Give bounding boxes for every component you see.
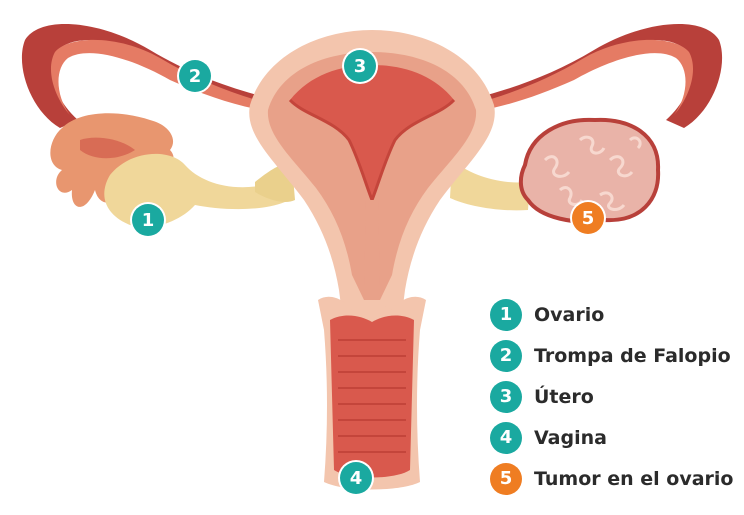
legend-number-badge: 4 [490, 422, 522, 454]
legend-item-uterus: 3 Útero [490, 376, 733, 417]
legend-label: Vagina [534, 427, 607, 449]
legend-number-badge: 3 [490, 381, 522, 413]
marker-vagina: 4 [340, 462, 372, 494]
marker-ovarian-tumor: 5 [572, 202, 604, 234]
marker-ovary: 1 [132, 204, 164, 236]
legend-number-badge: 1 [490, 299, 522, 331]
legend-label: Tumor en el ovario [534, 468, 733, 490]
legend-label: Ovario [534, 304, 604, 326]
marker-uterus: 3 [344, 50, 376, 82]
legend-item-fallopian-tube: 2 Trompa de Falopio [490, 335, 733, 376]
legend-number-badge: 5 [490, 463, 522, 495]
legend-item-vagina: 4 Vagina [490, 417, 733, 458]
marker-fallopian-tube: 2 [179, 60, 211, 92]
legend-item-ovary: 1 Ovario [490, 294, 733, 335]
cervical-canal [364, 200, 380, 300]
legend-label: Útero [534, 386, 594, 408]
legend-label: Trompa de Falopio [534, 345, 731, 367]
legend: 1 Ovario 2 Trompa de Falopio 3 Útero 4 V… [490, 294, 733, 499]
legend-number-badge: 2 [490, 340, 522, 372]
legend-item-ovarian-tumor: 5 Tumor en el ovario [490, 458, 733, 499]
